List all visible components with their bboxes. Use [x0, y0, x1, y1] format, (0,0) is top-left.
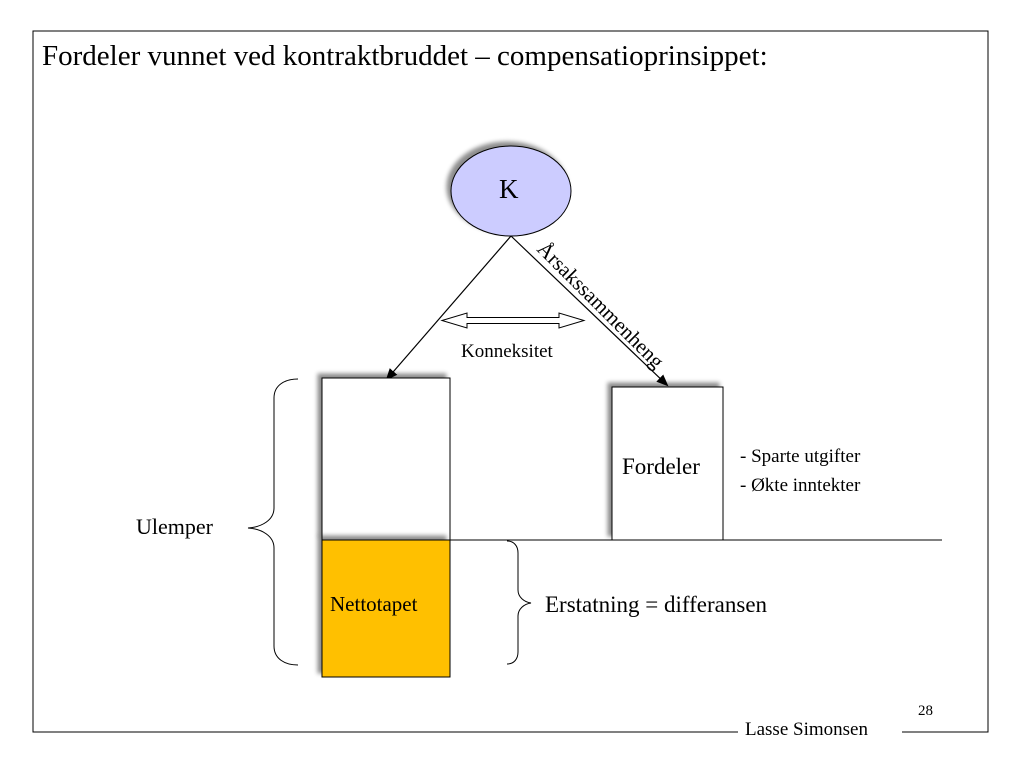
losses-box	[321, 377, 451, 541]
arrow-k-to-benefits	[510, 235, 669, 387]
net-loss-box	[321, 539, 451, 678]
benefit-item: - Økte inntekter	[740, 475, 861, 496]
slide-title: Fordeler vunnet ved kontraktbruddet – co…	[42, 40, 768, 72]
slide-border	[32, 30, 989, 733]
net-loss-label: Nettotapet	[330, 592, 418, 616]
benefit-item: - Sparte utgifter	[740, 446, 861, 467]
benefits-box-label: Fordeler	[622, 454, 700, 479]
node-k-label: K	[499, 174, 519, 204]
connexity-double-arrow	[440, 312, 586, 329]
losses-label: Ulemper	[136, 514, 213, 539]
compensation-label: Erstatning = differansen	[545, 592, 768, 617]
losses-brace	[247, 378, 299, 666]
page-number: 28	[918, 703, 933, 719]
connexity-label: Konneksitet	[461, 341, 553, 362]
compensation-brace	[506, 540, 532, 665]
arrow-k-to-losses	[385, 235, 512, 381]
author-label: Lasse Simonsen	[745, 719, 868, 740]
